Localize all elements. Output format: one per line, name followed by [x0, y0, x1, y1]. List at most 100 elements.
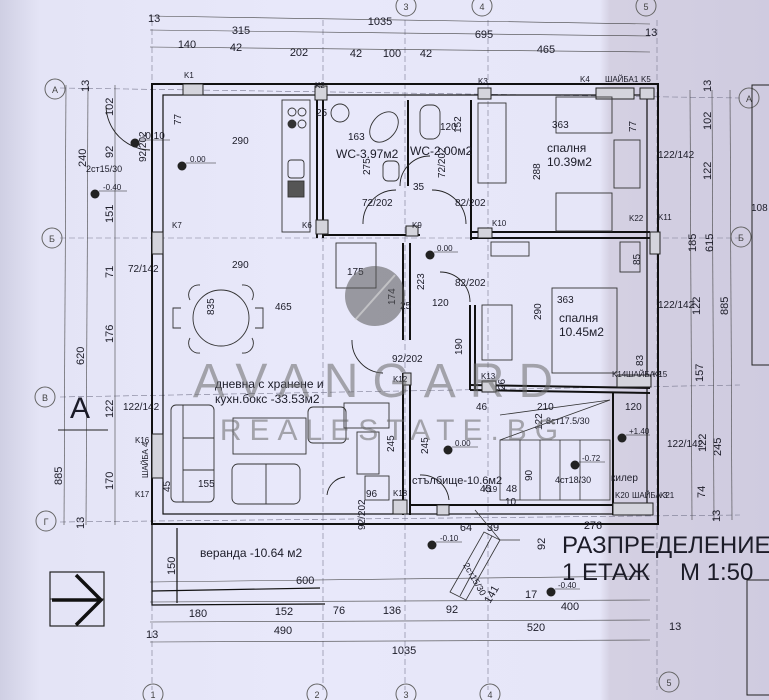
- svg-text:76: 76: [333, 605, 345, 617]
- svg-text:3: 3: [403, 690, 408, 700]
- svg-text:245: 245: [712, 438, 724, 456]
- svg-text:K14: K14: [612, 370, 627, 379]
- axis-row-a-right: A: [738, 87, 760, 109]
- kitchen-counter: [281, 99, 311, 233]
- svg-text:170: 170: [104, 472, 116, 490]
- armchair: [307, 406, 347, 444]
- level-mark: 0.00: [177, 155, 216, 171]
- svg-text:620: 620: [75, 347, 87, 365]
- svg-text:25: 25: [400, 301, 412, 312]
- svg-text:В: В: [42, 393, 48, 403]
- right-dimensions: 13 102 122 185 615 885 122 157 122 245 7…: [687, 80, 731, 522]
- svg-text:92: 92: [104, 146, 116, 158]
- svg-text:0.00: 0.00: [455, 439, 471, 448]
- svg-text:M 1:50: M 1:50: [680, 559, 753, 586]
- room-label-living-area: кухн.бокс -33.53м2: [215, 392, 320, 406]
- level-markers: -0.10 0.00 -0.40 0.00 0.00 -0.72 +1.40 -…: [90, 131, 650, 597]
- room-label-living: дневна с хранене и: [215, 377, 324, 391]
- svg-text:ШАЙБА1: ШАЙБА1: [605, 75, 639, 84]
- axis-col-5b: 5: [658, 671, 680, 693]
- axis-col-4b: 4: [479, 683, 501, 700]
- left-dimensions: 13 885 240 620 102 92 151 71 176 122 170…: [53, 80, 116, 529]
- svg-text:1 ЕТАЖ: 1 ЕТАЖ: [562, 559, 650, 586]
- svg-text:122/142: 122/142: [658, 300, 695, 311]
- svg-text:96: 96: [366, 489, 378, 500]
- svg-text:150: 150: [166, 557, 178, 575]
- svg-text:K16: K16: [135, 436, 150, 445]
- level-mark: 0.00: [425, 244, 458, 260]
- svg-text:K20: K20: [615, 491, 630, 500]
- wc2-toilet: [419, 104, 441, 140]
- svg-text:100: 100: [383, 48, 401, 60]
- svg-text:2ст15/30: 2ст15/30: [461, 561, 488, 597]
- adjacent-plan-fragment: [746, 84, 769, 696]
- svg-text:A: A: [70, 392, 90, 425]
- room-label-wc2: WC-2.00м2: [410, 144, 473, 158]
- svg-text:42: 42: [420, 48, 432, 60]
- furniture: [170, 96, 641, 505]
- dining-table: [192, 289, 250, 347]
- svg-text:2ст15/30: 2ст15/30: [86, 164, 122, 174]
- svg-text:290: 290: [232, 260, 249, 271]
- svg-text:-0.40: -0.40: [103, 183, 122, 192]
- svg-text:290: 290: [533, 303, 544, 320]
- level-mark: -0.72: [570, 454, 605, 470]
- svg-text:13: 13: [80, 80, 92, 92]
- svg-text:A: A: [52, 85, 58, 95]
- svg-text:835: 835: [206, 298, 217, 315]
- svg-text:185: 185: [687, 234, 699, 252]
- svg-text:4ст18/30: 4ст18/30: [555, 475, 591, 485]
- svg-text:77: 77: [173, 113, 184, 125]
- svg-text:92: 92: [446, 604, 458, 616]
- svg-text:K12: K12: [393, 375, 408, 384]
- svg-text:92/202: 92/202: [138, 131, 149, 162]
- svg-text:1035: 1035: [368, 16, 392, 28]
- svg-text:210: 210: [537, 402, 554, 413]
- svg-text:175: 175: [347, 267, 364, 278]
- svg-text:400: 400: [561, 601, 579, 613]
- svg-text:13: 13: [75, 517, 87, 529]
- svg-text:K15: K15: [653, 370, 668, 379]
- svg-text:83: 83: [635, 354, 646, 366]
- doors: [105, 105, 471, 501]
- svg-text:K7: K7: [172, 221, 182, 230]
- svg-text:615: 615: [704, 234, 716, 252]
- svg-text:13: 13: [669, 621, 681, 633]
- svg-text:46: 46: [476, 402, 488, 413]
- svg-text:48: 48: [506, 484, 518, 495]
- svg-text:92/202: 92/202: [392, 354, 423, 365]
- svg-text:K22: K22: [629, 214, 644, 223]
- svg-text:K9: K9: [412, 221, 422, 230]
- svg-text:82/202: 82/202: [455, 278, 486, 289]
- svg-text:122: 122: [534, 413, 545, 430]
- svg-text:490: 490: [274, 625, 292, 637]
- svg-text:13: 13: [146, 629, 158, 641]
- svg-text:885: 885: [53, 467, 65, 485]
- top-dimensions: 13 1035 315 695 13 140 42 202 42 100 42 …: [148, 13, 657, 60]
- svg-text:102: 102: [104, 98, 116, 116]
- bathtub-toilet: [369, 111, 399, 143]
- svg-text:520: 520: [527, 622, 545, 634]
- shelf-unit: [490, 241, 530, 257]
- double-bed: [551, 287, 618, 374]
- svg-text:1: 1: [150, 690, 155, 700]
- level-mark: -0.10: [427, 534, 462, 550]
- wc1-sink: [382, 160, 400, 182]
- staircase: [449, 399, 611, 601]
- axis-markers: 1 2 3 3 4 4 5 5 A Б В Г A Б: [34, 0, 760, 700]
- svg-text:17: 17: [525, 589, 537, 601]
- svg-text:13: 13: [702, 80, 714, 92]
- svg-text:163: 163: [348, 132, 365, 143]
- svg-text:K3: K3: [478, 77, 488, 86]
- svg-text:K4: K4: [580, 75, 590, 84]
- svg-text:288: 288: [532, 163, 543, 180]
- svg-text:290: 290: [232, 136, 249, 147]
- svg-text:25: 25: [316, 108, 328, 119]
- watermark: AVANGARD REALESTATE.BG: [193, 266, 558, 447]
- svg-text:155: 155: [198, 479, 215, 490]
- svg-text:72/202: 72/202: [362, 198, 393, 209]
- axis-col-5: 5: [635, 0, 657, 17]
- axis-row-a-left: A: [44, 78, 66, 100]
- level-mark: -0.10: [130, 131, 170, 148]
